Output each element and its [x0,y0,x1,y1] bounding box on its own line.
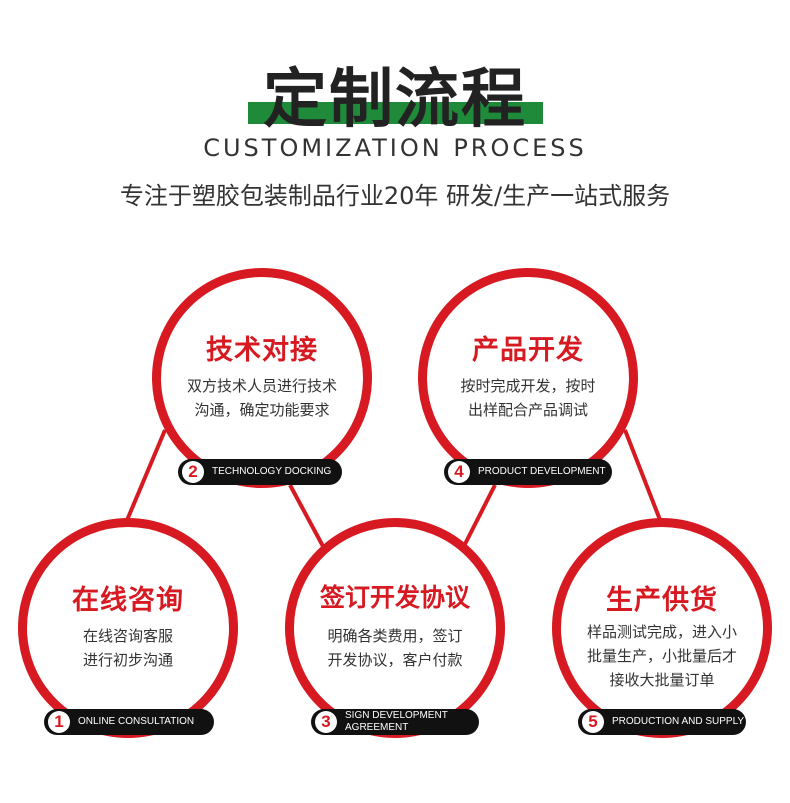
connector-4-5 [623,429,664,526]
step-title: 产品开发 [472,335,584,366]
subtitle-chinese: 专注于塑胶包装制品行业20年 研发/生产一站式服务 [119,182,671,210]
step-online-consultation: 在线咨询 在线咨询客服 进行初步沟通 1 ONLINE CONSULTATION [18,518,238,738]
step-circle [18,518,238,738]
step-english-label: SIGN DEVELOPMENT AGREEMENT [345,710,448,733]
step-product-development: 产品开发 按时完成开发，按时 出样配合产品调试 4 PRODUCT DEVELO… [418,268,638,488]
header: 定制流程 [0,40,790,137]
step-title: 在线咨询 [72,585,184,616]
step-badge: 1 ONLINE CONSULTATION [44,709,214,735]
subtitle-english: CUSTOMIZATION PROCESS [203,134,587,162]
step-number: 1 [48,711,70,733]
connector-4-3 [460,484,497,551]
step-circle [152,268,372,488]
step-title: 技术对接 [206,335,318,366]
connector-2-1 [123,429,167,526]
step-english-label: PRODUCTION AND SUPPLY [612,716,745,727]
step-number: 2 [182,461,204,483]
step-title: 签订开发协议 [319,583,470,612]
step-english-label: TECHNOLOGY DOCKING [212,466,332,477]
step-circle [285,518,505,738]
step-number: 3 [315,711,337,733]
page-title: 定制流程 [263,63,527,137]
step-production-and-supply: 生产供货 样品测试完成，进入小 批量生产，小批量后才 接收大批量订单 5 PRO… [552,518,772,738]
step-number: 4 [448,461,470,483]
step-description: 样品测试完成，进入小 批量生产，小批量后才 接收大批量订单 [586,623,737,689]
step-number: 5 [582,711,604,733]
connector-2-3 [288,484,327,551]
step-english-label: ONLINE CONSULTATION [78,716,195,727]
step-description: 双方技术人员进行技术 沟通，确定功能要求 [186,377,337,419]
step-badge: 3 SIGN DEVELOPMENT AGREEMENT [311,709,479,735]
step-circle [552,518,772,738]
step-technology-docking: 技术对接 双方技术人员进行技术 沟通，确定功能要求 2 TECHNOLOGY D… [152,268,372,488]
step-description: 明确各类费用，签订 开发协议，客户付款 [327,627,463,669]
step-description: 在线咨询客服 进行初步沟通 [82,627,173,669]
step-sign-development-agreement: 签订开发协议 明确各类费用，签订 开发协议，客户付款 3 SIGN DEVELO… [285,518,505,738]
step-description: 按时完成开发，按时 出样配合产品调试 [460,377,596,419]
step-badge: 2 TECHNOLOGY DOCKING [178,459,342,485]
step-english-label: PRODUCT DEVELOPMENT [478,466,606,477]
step-badge: 4 PRODUCT DEVELOPMENT [444,459,612,485]
title-underline-bar [248,102,543,124]
step-title: 生产供货 [606,585,718,616]
step-badge: 5 PRODUCTION AND SUPPLY [578,709,746,735]
